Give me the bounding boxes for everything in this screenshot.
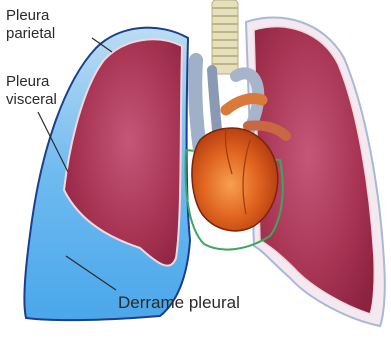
trachea [212,0,238,74]
heart [192,128,278,231]
label-pleura-visceral-2: visceral [6,91,57,108]
left-pleural-cavity [24,28,190,321]
label-pleura-parietal-2: parietal [6,25,55,42]
label-pleura-visceral-1: Pleura [6,73,50,90]
label-derrame-pleural: Derrame pleural [118,293,240,312]
label-pleura-parietal-1: Pleura [6,7,50,24]
